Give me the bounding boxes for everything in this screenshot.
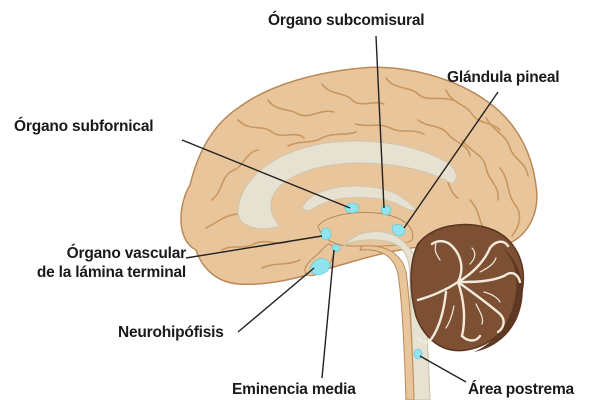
median-eminence [332, 245, 340, 252]
label-area-postrema: Área postrema [468, 380, 574, 399]
label-organo-subfornical: Órgano subfornical [14, 117, 153, 136]
label-eminencia-media: Eminencia media [232, 380, 356, 399]
subfornical-organ [345, 203, 359, 213]
label-glandula-pineal: Glándula pineal [447, 68, 559, 87]
label-organo-subcomisural: Órgano subcomisural [268, 11, 424, 30]
area-postrema [414, 349, 422, 359]
label-organo-vascular-line1: Órgano vascular [6, 244, 186, 263]
vascular-organ-lamina-terminalis [321, 228, 331, 240]
label-organo-vascular-line2: de la lámina terminal [6, 263, 186, 282]
label-organo-vascular: Órgano vascular de la lámina terminal [6, 244, 186, 282]
cerebellum [411, 225, 523, 352]
subcommissural-organ [381, 205, 391, 215]
label-neurohipofisis: Neurohipófisis [118, 323, 224, 342]
pons-medulla [360, 246, 414, 400]
